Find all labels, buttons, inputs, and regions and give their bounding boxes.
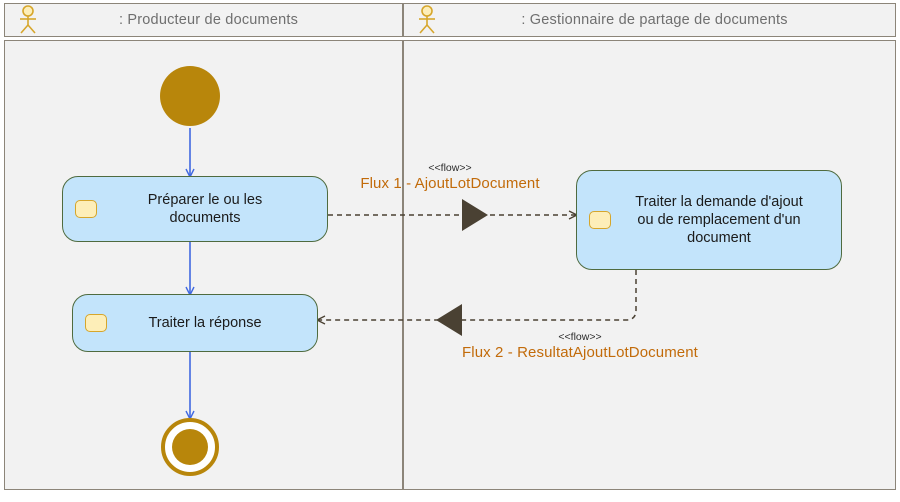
lane-header-gestionnaire[interactable]: : Gestionnaire de partage de documents — [403, 3, 896, 37]
final-node[interactable] — [161, 418, 219, 476]
activity-preparer-documents[interactable]: Préparer le ou les documents — [62, 176, 328, 242]
actor-stick-figure-icon — [419, 5, 435, 34]
flux-1-label: <<flow>> Flux 1 - AjoutLotDocument — [330, 162, 570, 193]
activity-label: Préparer le ou les documents — [147, 191, 263, 226]
activity-action-icon — [85, 314, 107, 332]
flux-1-stereotype: <<flow>> — [428, 162, 472, 174]
lane-header-producteur[interactable]: : Producteur de documents — [4, 3, 403, 37]
flux-1-name: Flux 1 - AjoutLotDocument — [360, 174, 540, 192]
activity-label: Traiter la réponse — [148, 314, 262, 331]
flux-2-name: Flux 2 - ResultatAjoutLotDocument — [462, 343, 698, 361]
activity-action-icon — [589, 211, 611, 229]
actor-stick-figure-icon — [20, 5, 36, 34]
lane-title-gestionnaire: : Gestionnaire de partage de documents — [521, 12, 788, 28]
flux-2-stereotype: <<flow>> — [558, 331, 602, 343]
activity-traiter-demande-ajout[interactable]: Traiter la demande d'ajout ou de remplac… — [576, 170, 842, 270]
final-node-inner — [172, 429, 208, 465]
lane-title-producteur: : Producteur de documents — [118, 12, 299, 28]
activity-action-icon — [75, 200, 97, 218]
activity-label: Traiter la demande d'ajout ou de remplac… — [635, 193, 803, 247]
flux-2-label: <<flow>> Flux 2 - ResultatAjoutLotDocume… — [420, 331, 740, 362]
activity-traiter-reponse[interactable]: Traiter la réponse — [72, 294, 318, 352]
initial-node[interactable] — [160, 66, 220, 126]
